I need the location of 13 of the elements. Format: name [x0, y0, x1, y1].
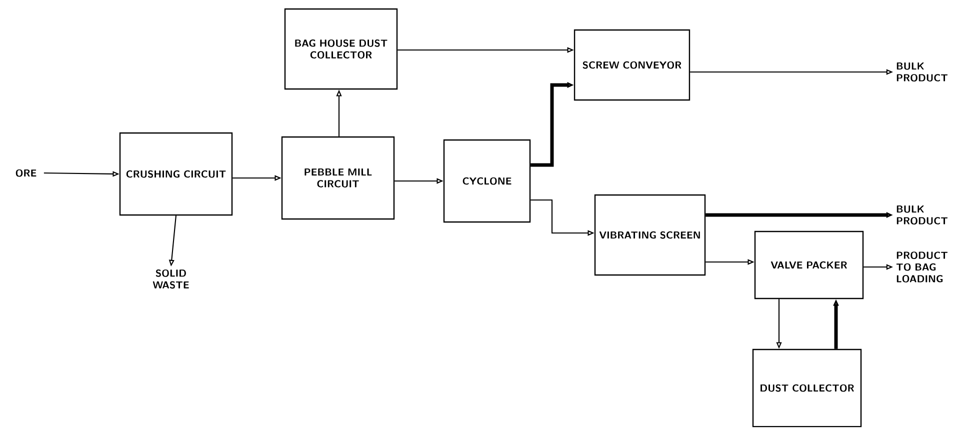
- flow-label: SOLID WASTE: [152, 269, 189, 289]
- process-box: VALVE PACKER: [754, 230, 864, 300]
- flow-label: BULK PRODUCT: [896, 206, 948, 224]
- flow-label: PRODUCT TO BAG LOADING: [896, 252, 948, 282]
- flow-label: ORE: [16, 169, 36, 177]
- process-box: CRUSHING CIRCUIT: [119, 132, 233, 216]
- process-box: BAG HOUSE DUST COLLECTOR: [284, 8, 398, 90]
- flow-label: BULK PRODUCT: [896, 62, 948, 82]
- process-box: SCREW CONVEYOR: [574, 29, 690, 101]
- process-box: PEBBLE MILL CIRCUIT: [281, 136, 395, 220]
- process-box: DUST COLLECTOR: [752, 348, 862, 428]
- process-box: VIBRATING SCREEN: [594, 194, 706, 276]
- process-box: CYCLONE: [443, 139, 531, 223]
